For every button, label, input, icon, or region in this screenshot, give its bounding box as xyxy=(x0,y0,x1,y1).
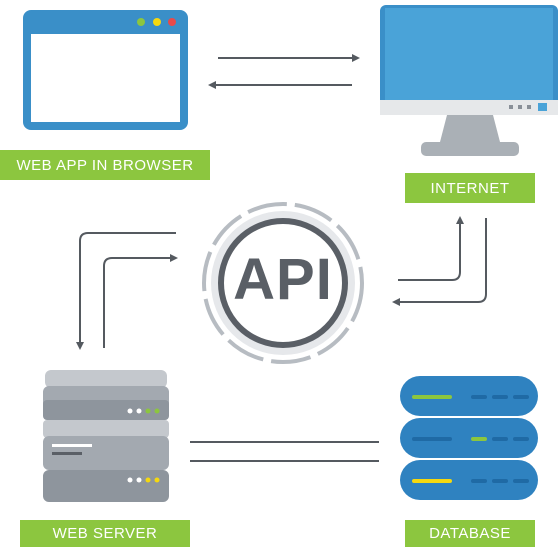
internet-label: INTERNET xyxy=(405,173,535,203)
browser-internet-arrows xyxy=(208,54,360,89)
monitor-icon xyxy=(380,5,558,156)
api-label: API xyxy=(233,247,333,312)
api-gear-icon xyxy=(202,202,364,364)
server-rack-icon xyxy=(43,370,169,502)
database-label: DATABASE xyxy=(405,520,535,547)
database-icon xyxy=(400,376,538,500)
browser-window-icon xyxy=(23,10,188,130)
server-label: WEB SERVER xyxy=(20,520,190,547)
browser-label: WEB APP IN BROWSER xyxy=(0,150,210,180)
server-database-connection xyxy=(190,441,379,462)
api-internet-arrows xyxy=(392,216,487,306)
server-api-arrows xyxy=(76,232,178,350)
